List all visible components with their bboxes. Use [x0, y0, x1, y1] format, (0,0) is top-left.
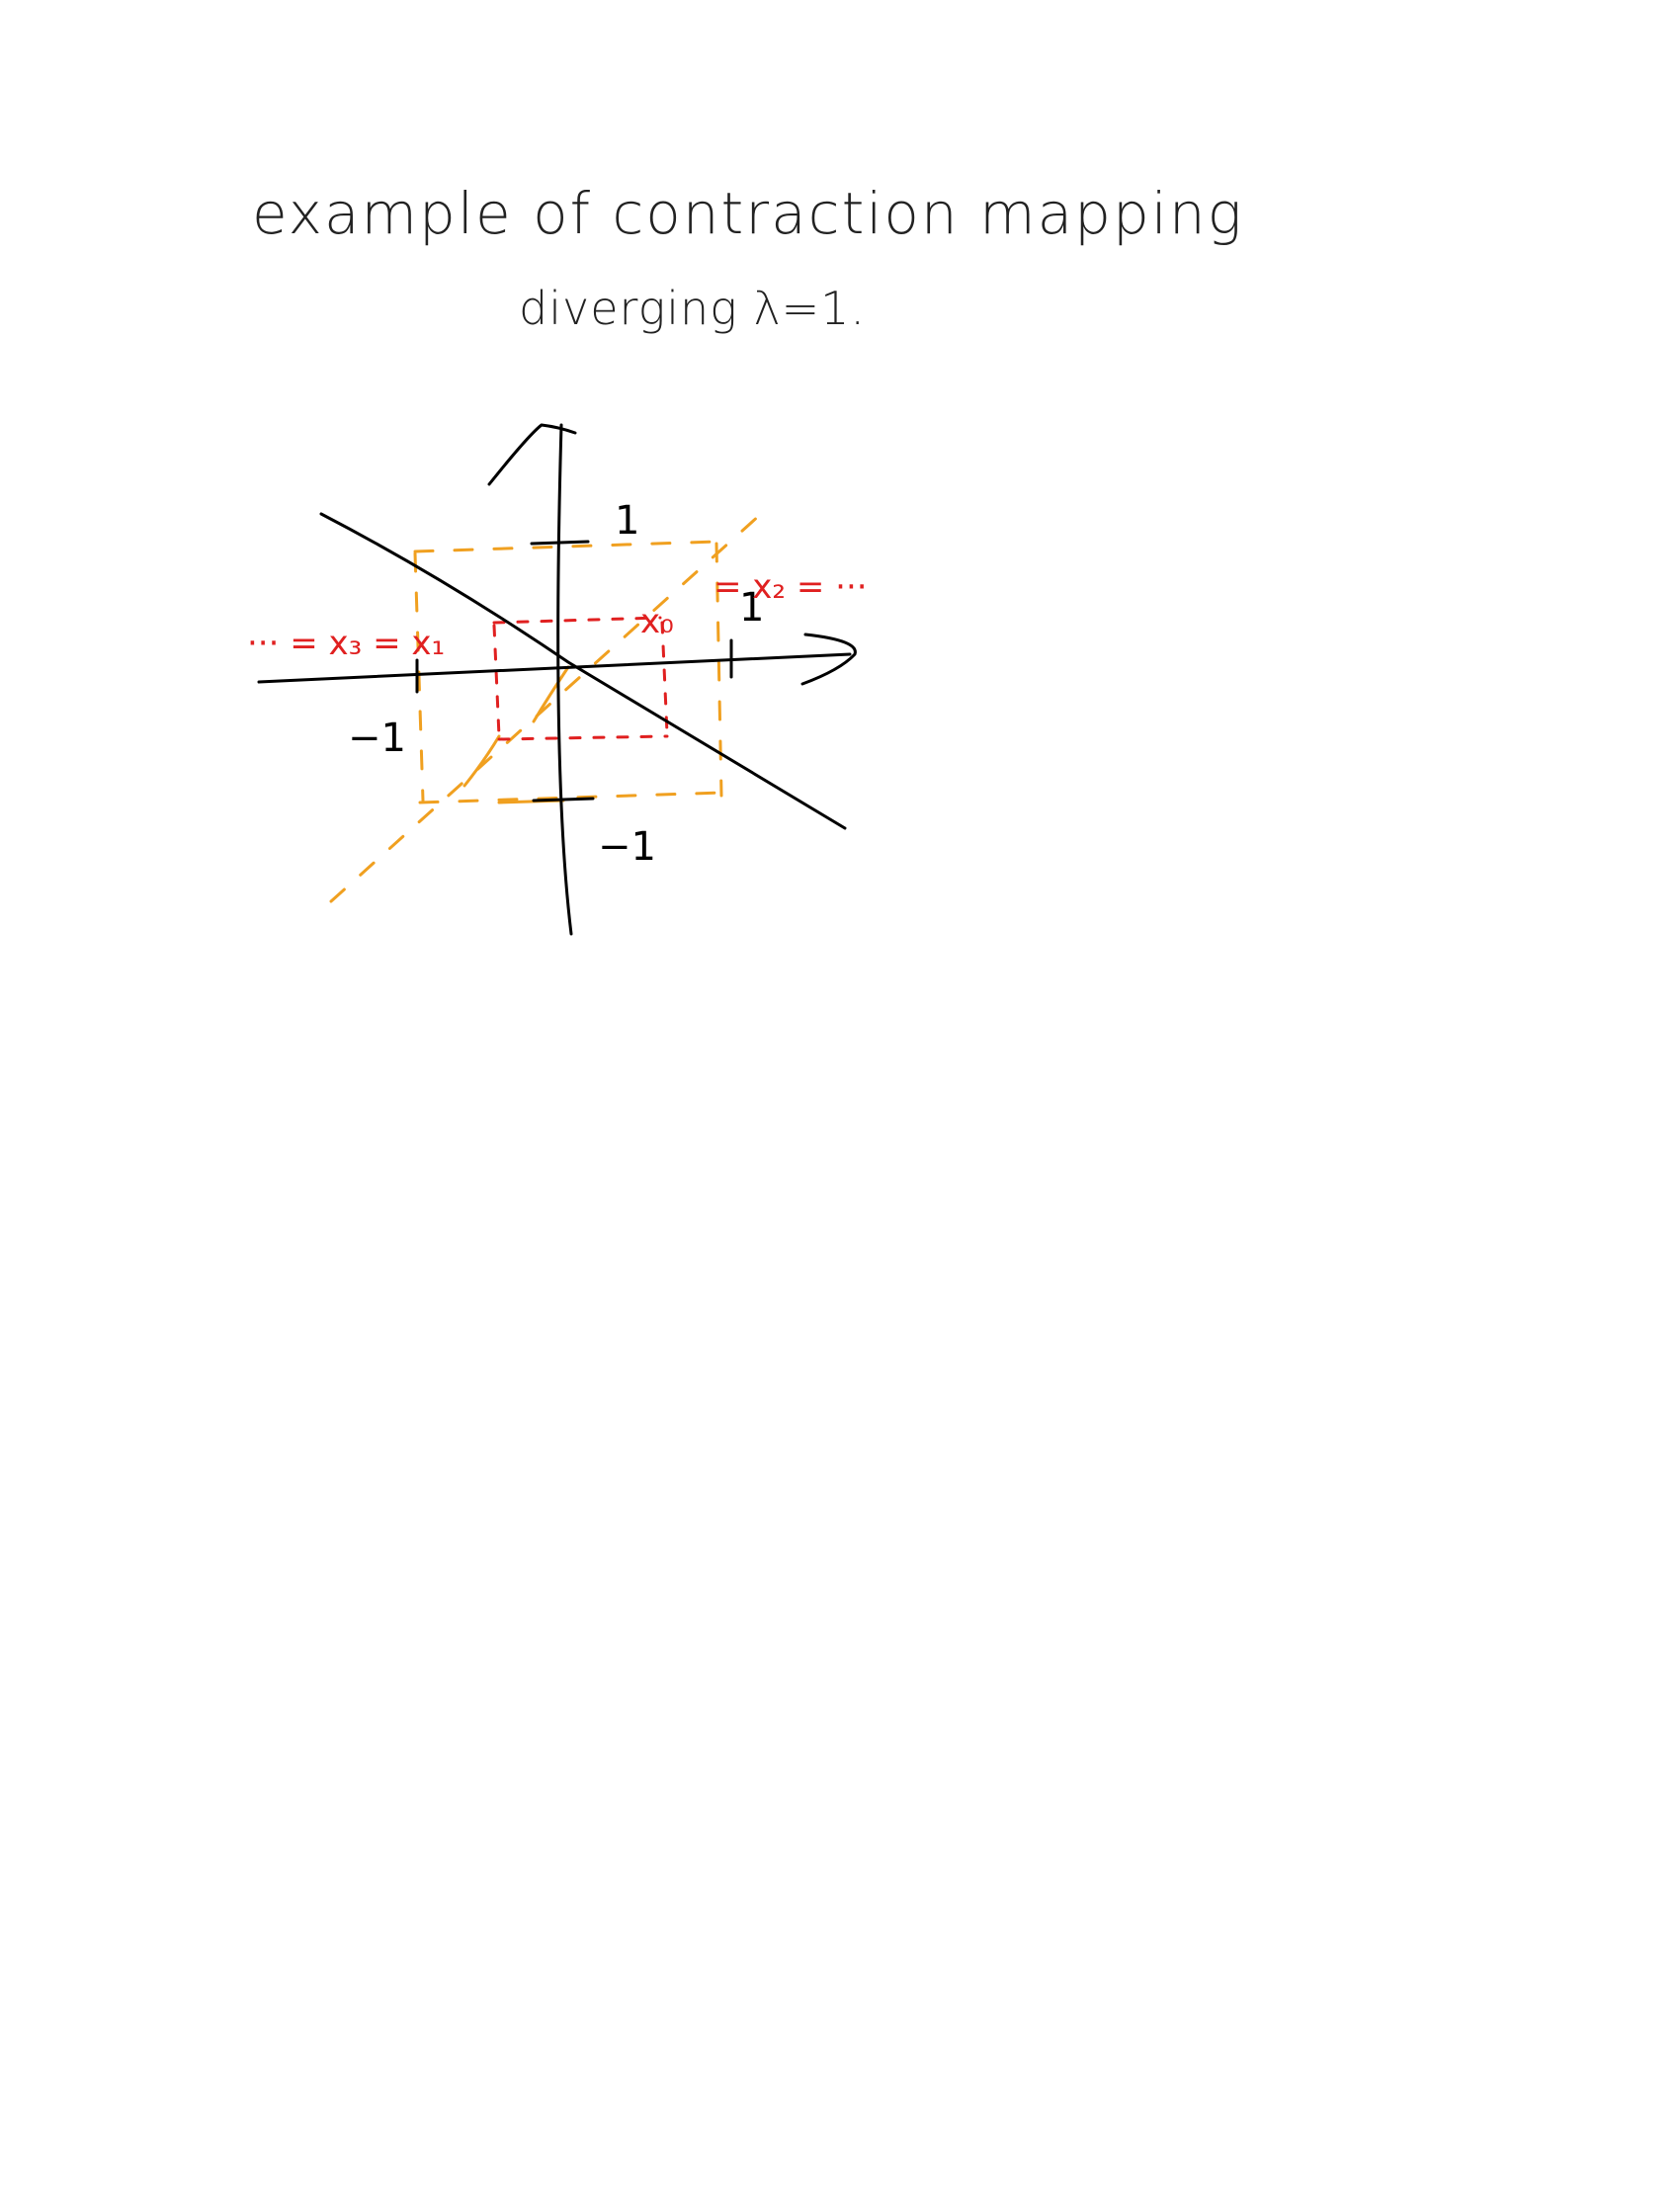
- tick-label-x-neg: −1: [348, 716, 406, 761]
- tick-label-y-neg: −1: [598, 824, 656, 870]
- red-iteration-box: [492, 616, 669, 741]
- tick-y-pos: [530, 540, 590, 546]
- y-axis: [556, 423, 573, 936]
- map-line: [319, 512, 847, 830]
- orange-stroke-near-origin: [532, 665, 570, 723]
- tick-y-neg: [532, 797, 595, 803]
- red-left-edge: [492, 624, 501, 738]
- guide-top-edge: [413, 540, 718, 553]
- red-top-edge: [492, 616, 662, 625]
- tick-label-x-pos: 1: [739, 585, 764, 631]
- y-axis-arrowhead: [487, 423, 577, 486]
- note-title-line-2: diverging λ=1.: [519, 282, 867, 335]
- tick-marks: [415, 540, 733, 803]
- orange-stroke-lower-left: [462, 734, 501, 788]
- tick-label-y-pos: 1: [615, 498, 639, 544]
- orange-guides: [329, 512, 763, 903]
- iterate-label-right: = x₂ = ···: [714, 567, 868, 607]
- x-axis: [257, 652, 852, 684]
- tick-labels: 1 −1 −1 1: [348, 498, 764, 870]
- guide-bottom-edge: [418, 791, 723, 804]
- red-right-edge: [660, 621, 669, 735]
- red-bottom-edge: [497, 734, 669, 741]
- iterate-label-left: ··· = x₃ = x₁: [247, 624, 445, 663]
- x-axis-arrowhead: [800, 633, 857, 686]
- guide-left-edge: [413, 551, 425, 803]
- iterate-labels: ··· = x₃ = x₁ x₀ = x₂ = ···: [247, 567, 868, 663]
- note-title-line-1: example of contraction mapping: [252, 180, 1244, 247]
- axes: [257, 423, 857, 936]
- guide-identity-line: [329, 512, 763, 903]
- iterate-label-x0: x₀: [640, 602, 674, 641]
